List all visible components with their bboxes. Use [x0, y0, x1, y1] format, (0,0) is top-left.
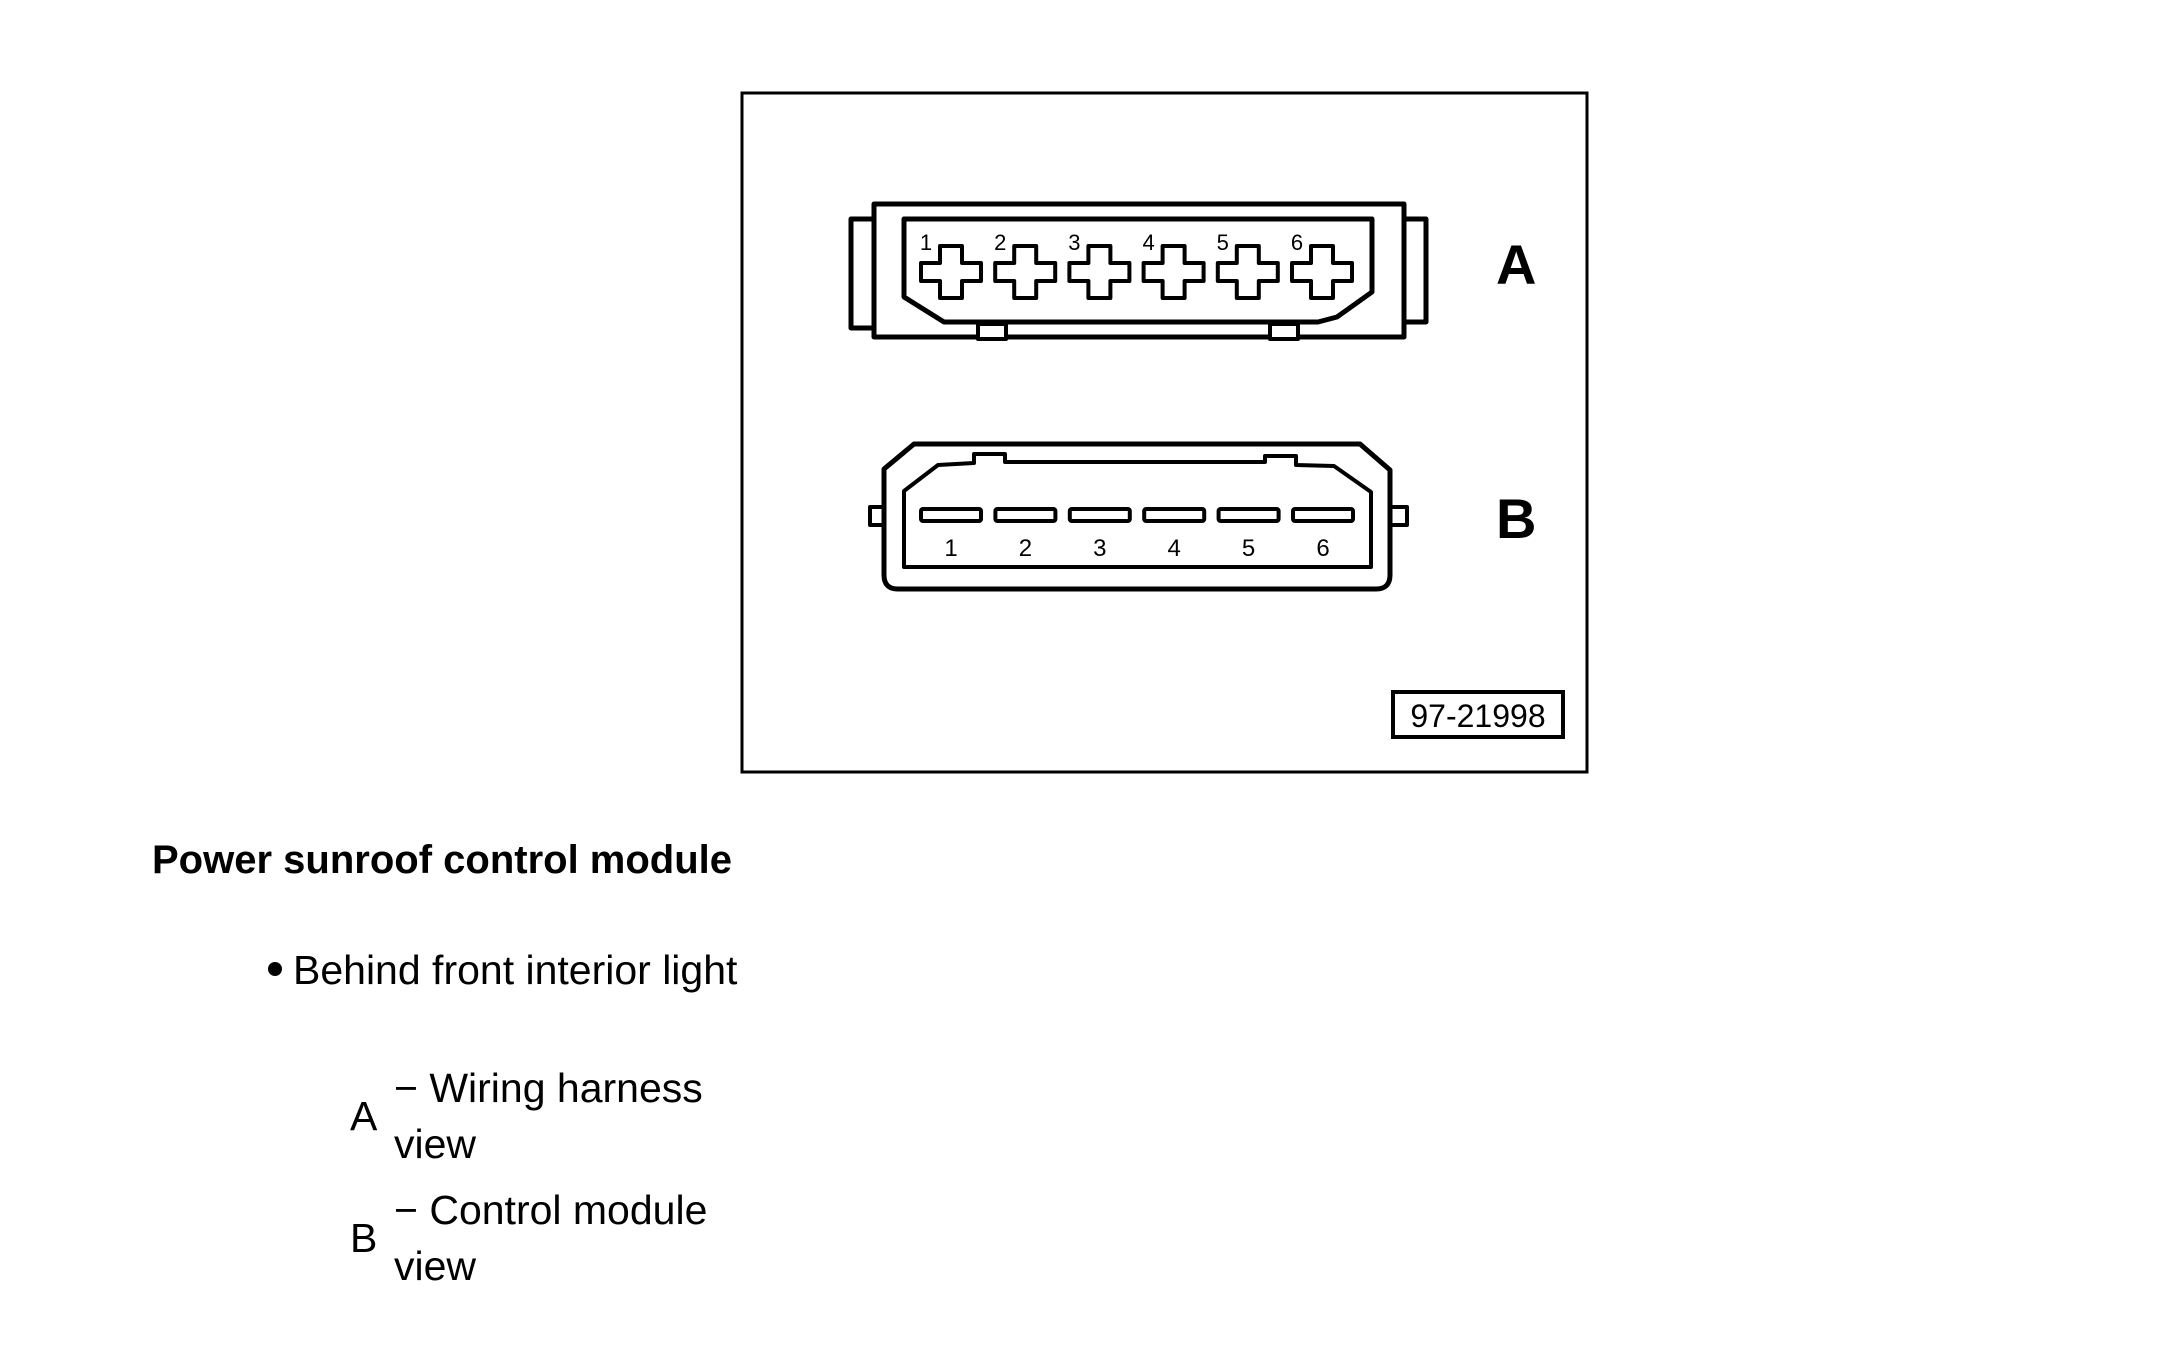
connector-b-pins [919, 507, 1355, 523]
legend-key: B [350, 1215, 378, 1261]
pin-number: 6 [1316, 535, 1329, 562]
bullet-icon [268, 962, 282, 977]
connector-a-latch-right [1268, 322, 1300, 341]
pin-terminal-slot [1142, 507, 1207, 523]
location-text: Behind front interior light [293, 947, 738, 993]
pin-number: 1 [944, 535, 957, 562]
connector-a-pins [919, 244, 1354, 300]
pin-terminal-slot [1216, 507, 1281, 523]
legend-text: − Wiring harness view [394, 1065, 703, 1167]
connector-a-pin-labels: 1 2 3 4 5 6 [920, 230, 1303, 255]
pin-number: 2 [1019, 535, 1032, 562]
connector-b-label: B [1496, 487, 1536, 550]
connector-a [848, 201, 1429, 341]
page-heading: Power sunroof control module [152, 838, 733, 882]
connector-a-latch-left [976, 322, 1008, 341]
legend-key: A [350, 1093, 378, 1139]
connector-b [868, 441, 1409, 592]
figure-frame [740, 91, 1589, 774]
connector-b-cavity [902, 452, 1373, 569]
pin-terminal-slot [1291, 507, 1355, 523]
pin-number: 5 [1242, 535, 1255, 562]
pin-number: 3 [1068, 230, 1080, 255]
legend-text: − Control module view [394, 1187, 708, 1289]
pin-number: 1 [920, 230, 932, 255]
connector-b-body [881, 441, 1393, 592]
pin-terminal-cross [1215, 244, 1280, 300]
pin-number: 4 [1142, 230, 1154, 255]
pin-terminal-cross [993, 244, 1058, 300]
connector-a-cavity [901, 216, 1375, 325]
pin-terminal-cross [1141, 244, 1206, 300]
connector-b-pin-labels: 1 2 3 4 5 6 [944, 535, 1329, 562]
connector-a-label: A [1496, 233, 1536, 296]
connector-diagram: 1 2 3 4 5 6 A 1 2 3 4 5 6 B 97-21998 [740, 91, 1589, 774]
pin-number: 5 [1217, 230, 1229, 255]
pin-terminal-cross [1290, 244, 1354, 300]
pin-number: 3 [1093, 535, 1106, 562]
figure-id: 97-21998 [1410, 698, 1545, 734]
pin-terminal-cross [1067, 244, 1132, 300]
figure-id-box [1391, 690, 1565, 739]
pin-number: 6 [1291, 230, 1303, 255]
location-bullet-item: Behind front interior light [268, 945, 737, 995]
pin-terminal-slot [1067, 507, 1132, 523]
pin-terminal-slot [919, 507, 983, 523]
pin-number: 4 [1168, 535, 1181, 562]
pin-terminal-cross [919, 244, 983, 300]
pin-number: 2 [994, 230, 1006, 255]
pin-terminal-slot [993, 507, 1058, 523]
